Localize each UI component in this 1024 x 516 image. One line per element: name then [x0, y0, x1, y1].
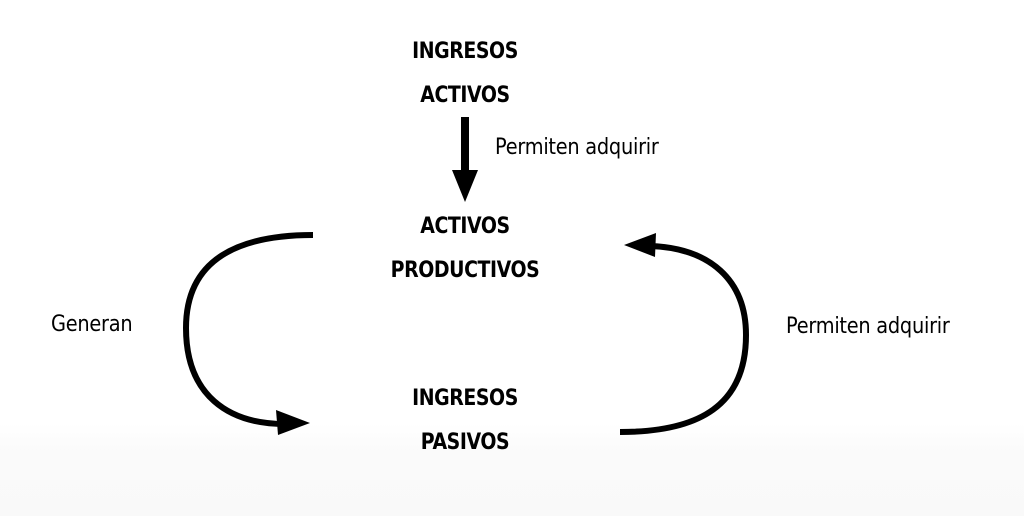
- curved-arrow-left-icon: [182, 232, 314, 435]
- curved-arrow-right-icon: [619, 233, 750, 435]
- node-ingresos-activos-line2: ACTIVOS: [420, 83, 510, 108]
- edge-label-permiten-adquirir-right: Permiten adquirir: [786, 314, 950, 339]
- node-activos-productivos-line1: ACTIVOS: [420, 214, 510, 239]
- node-activos-productivos-line2: PRODUCTIVOS: [390, 258, 540, 283]
- node-ingresos-activos: INGRESOS ACTIVOS: [379, 30, 551, 118]
- node-activos-productivos: ACTIVOS PRODUCTIVOS: [370, 205, 559, 293]
- edge-label-generan: Generan: [51, 312, 133, 337]
- node-ingresos-pasivos-line1: INGRESOS: [412, 386, 518, 411]
- arrow-down-icon: [452, 117, 478, 202]
- edge-label-permiten-adquirir-top: Permiten adquirir: [495, 135, 659, 160]
- node-ingresos-activos-line1: INGRESOS: [412, 39, 518, 64]
- node-ingresos-pasivos-line2: PASIVOS: [420, 430, 510, 455]
- node-ingresos-pasivos: INGRESOS PASIVOS: [379, 377, 551, 465]
